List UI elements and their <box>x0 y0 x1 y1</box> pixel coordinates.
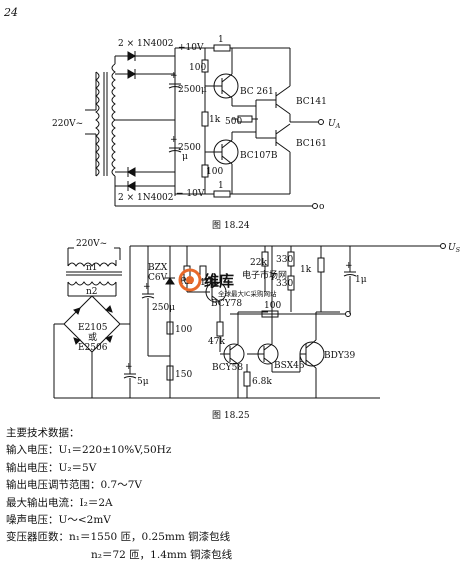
cap250-polarity: + <box>143 282 151 292</box>
zener-label-b: C6V <box>148 273 168 283</box>
watermark-brand: 维库 <box>204 272 234 290</box>
r68k-label: 6.8k <box>252 377 272 387</box>
diode-bottom-18-24 <box>115 167 175 191</box>
r10k-label: 10k <box>200 278 217 288</box>
output-ua-label: UA <box>328 119 341 130</box>
r47k-label: 47k <box>208 337 225 347</box>
r-top-label: 1 <box>218 35 224 45</box>
watermark-logo: 维库 电子市场网 全球最大IC采购网站 <box>178 268 287 298</box>
transistor-bsx45 <box>247 246 300 373</box>
transistor-bc261 <box>205 48 239 99</box>
r100b-label: 100 <box>264 301 281 311</box>
q-bc141-label: BC141 <box>296 97 327 107</box>
r330b-label: 330 <box>276 279 293 289</box>
watermark-line2: 全球最大IC采购网站 <box>218 289 277 298</box>
gnd-terminal-label: o <box>319 202 324 212</box>
r330a-label: 330 <box>276 255 293 265</box>
cap-bottom-label-b: μ <box>182 152 188 162</box>
bridge-label-or: 或 <box>88 331 97 343</box>
n1-label: n1 <box>86 263 98 273</box>
circuit-diagram-18-24: 220V~ 2 × 1N4002 2 × 1N4002 + + 2500μ 25… <box>52 35 341 231</box>
cap-bottom-label-a: 2500 <box>178 143 201 153</box>
watermark-logo-icon <box>178 268 202 292</box>
diode-bottom-label: 2 × 1N4002 <box>118 193 174 203</box>
cap5-polarity: + <box>125 362 133 372</box>
diode-top-label: 2 × 1N4002 <box>118 39 174 49</box>
caption-18-24: 图 18.24 <box>212 220 250 231</box>
spec-line-2: 输出电压：U₂＝5V <box>6 461 97 474</box>
cap-top-label: 2500μ <box>178 85 207 95</box>
spec-line-4: 最大输出电流：I₂＝2A <box>6 496 113 509</box>
c1u-polarity: + <box>345 261 353 271</box>
transformer-18-24 <box>85 63 116 177</box>
t-mark-label: T <box>270 273 277 283</box>
q-bcy78-label: BCY78 <box>211 299 242 309</box>
pot-bottom-label: 100 <box>206 167 223 177</box>
specifications: 主要技术数据： 输入电压：U₁＝220±10%V,50Hz 输出电压：U₂＝5V… <box>6 425 232 564</box>
r150-label: 150 <box>175 370 192 380</box>
transistor-bc161 <box>275 123 291 194</box>
spec-line-1: 输入电压：U₁＝220±10%V,50Hz <box>6 444 172 457</box>
cap250-label: 250μ <box>152 303 175 313</box>
transformer-18-25 <box>66 260 122 286</box>
transistor-bdy39 <box>299 311 340 398</box>
cap-polarity-bottom: + <box>170 135 178 145</box>
transistor-bcy58 <box>220 311 268 398</box>
diode-top-18-24 <box>115 51 175 79</box>
rk-label: Rk <box>180 277 193 287</box>
output-us-label: US <box>448 243 460 254</box>
transistor-bc141 <box>275 48 291 122</box>
specs-title: 主要技术数据： <box>6 427 80 439</box>
transistor-bc107b <box>205 139 239 194</box>
pot-top-label: 100 <box>189 63 206 73</box>
spec-line-5: 噪声电压：U～<2mV <box>6 514 111 527</box>
circuit-diagram-18-25: 220V~ n1 n2 E2105 或 E2506 US + 5μ <box>53 239 460 421</box>
pot-mid-label: 1k <box>209 115 221 125</box>
q-bc261-label: BC 261 <box>240 87 274 97</box>
c1u-label: 1μ <box>355 275 367 285</box>
r500-label: 500 <box>225 117 242 127</box>
r22k-label: 22k <box>250 258 267 268</box>
watermark-line1: 电子市场网 <box>242 269 287 281</box>
ac-input-label-2: 220V~ <box>76 239 107 249</box>
n2-label: n2 <box>86 287 98 297</box>
zener-label-a: BZX <box>148 263 168 273</box>
q-bdy39-label: BDY39 <box>324 351 355 361</box>
q-bc161-label: BC161 <box>296 139 327 149</box>
q-bsx45-label: BSX45 <box>274 361 305 371</box>
caption-18-25: 图 18.25 <box>212 410 250 421</box>
cap-polarity-top: + <box>170 71 178 81</box>
watermark-logo-icon-center <box>186 276 194 284</box>
r100a-label: 100 <box>175 325 192 335</box>
q-bcy58-label: BCY58 <box>212 363 243 373</box>
bridge-label-b: E2506 <box>78 343 108 353</box>
spec-line-6: 变压器匝数：n₁＝1550 匝，0.25mm 铜漆包线 <box>6 531 231 544</box>
spec-line-7: n₂＝72 匝，1.4mm 铜漆包线 <box>91 548 233 561</box>
transistor-bcy78 <box>205 246 227 322</box>
spec-line-3: 输出电压调节范围：0.7～7V <box>6 479 142 492</box>
r-bottom-label: 1 <box>218 181 224 191</box>
bridge-label-a: E2105 <box>78 323 108 333</box>
q-bc107b-label: BC107B <box>240 151 278 161</box>
r1k-label: 1k <box>300 265 312 275</box>
page-number: 24 <box>4 6 18 19</box>
ac-input-label: 220V~ <box>52 119 83 129</box>
cap5-label: 5μ <box>137 377 149 387</box>
